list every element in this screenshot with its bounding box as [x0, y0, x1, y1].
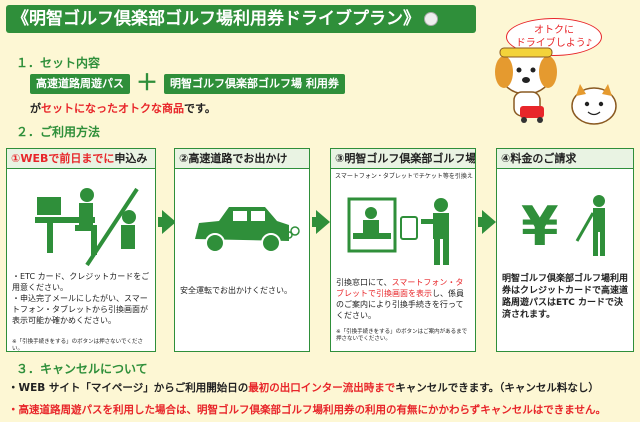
svg-text:¥: ¥: [521, 195, 559, 258]
step-2-title: ②高速道路でお出かけ: [175, 149, 309, 169]
step-3-title: ③明智ゴルフ倶楽部ゴルフ場の利用: [331, 149, 475, 169]
golf-ball-icon: [424, 12, 438, 26]
yen-golfer-icon: ¥: [521, 195, 605, 258]
step-1-note: ※「引換手続きをする」のボタンは押さないでください。: [12, 339, 143, 352]
car-icon: [195, 207, 300, 253]
set-description: がセットになったオトクな商品です。: [30, 102, 216, 115]
arrow-right-icon: [316, 210, 330, 234]
cat-mascot-icon: [571, 84, 617, 125]
cancel-policy-line-2: ・高速道路周遊パスを利用した場合は、明智ゴルフ倶楽部ゴルフ場利用券の利用の有無に…: [8, 404, 606, 416]
step-4-billing: ④料金のご請求 ¥ 明智ゴルフ倶楽部ゴルフ場利用券はクレジットカードで高速道路周…: [496, 148, 634, 352]
step-1-bullet-1: ・ETC カード、クレジットカードをご用意ください。: [12, 272, 150, 292]
dog-mascot-icon: [495, 47, 557, 123]
step-3-subtitle: スマートフォン・タブレットでチケット等を引換え: [335, 173, 473, 180]
step-4-body: 明智ゴルフ倶楽部ゴルフ場利用券はクレジットカードで高速道路周遊パスはETC カー…: [502, 274, 629, 320]
step-3-golf-course: ③明智ゴルフ倶楽部ゴルフ場の利用 スマートフォン・タブレットでチケット等を引換え…: [330, 148, 476, 352]
step-3-note: ※「引換手続きをする」のボタンはご案内があるまで押さないでください。: [336, 329, 468, 342]
step-1-title: ①WEBで前日までに申込み: [7, 149, 155, 169]
plus-icon: ＋: [136, 71, 159, 96]
arrow-shaft-1: [158, 217, 164, 227]
plan-title-banner: 《明智ゴルフ倶楽部ゴルフ場利用券ドライブプラン》: [6, 5, 476, 33]
step-4-title: ④料金のご請求: [497, 149, 633, 169]
plan-title: 《明智ゴルフ倶楽部ゴルフ場利用券ドライブプラン》: [12, 9, 420, 29]
arrow-right-icon: [162, 210, 176, 234]
step-1-web-application: ①WEBで前日までに申込み ・ETC カード、クレジットカードをご用意ください。…: [6, 148, 156, 352]
set-contents-row: 高速道路周遊パス ＋ 明智ゴルフ倶楽部ゴルフ場 利用券: [30, 71, 345, 96]
ticket-exchange-icon: [347, 197, 449, 265]
section-usage-title: ２．ご利用方法: [16, 125, 101, 139]
step-2-body: 安全運転でお出かけください。: [180, 286, 292, 295]
step-3-body: 引換窓口にて、スマートフォン・タブレットで引換画面を表示し、係員のご案内により引…: [336, 278, 464, 320]
cancel-policy-line-1: ・WEB サイト「マイページ」からご利用開始日の最初の出口インター流出時までキャ…: [8, 382, 599, 394]
arrow-right-icon: [482, 210, 496, 234]
section-set-contents-title: １．セット内容: [16, 56, 101, 70]
section-cancel-title: ３．キャンセルについて: [16, 362, 148, 376]
step-1-bullet-2: ・申込完了メールにしたがい、スマートフォン・タブレットから引換画面が表示可能か確…: [12, 294, 148, 325]
step-2-drive: ②高速道路でお出かけ 安全運転でお出かけください。: [174, 148, 310, 352]
person-at-computer-icon: [35, 187, 139, 267]
mascot-illustration: [495, 47, 617, 125]
expressway-pass-label: 高速道路周遊パス: [30, 74, 130, 94]
golf-ticket-label: 明智ゴルフ倶楽部ゴルフ場 利用券: [164, 74, 345, 94]
